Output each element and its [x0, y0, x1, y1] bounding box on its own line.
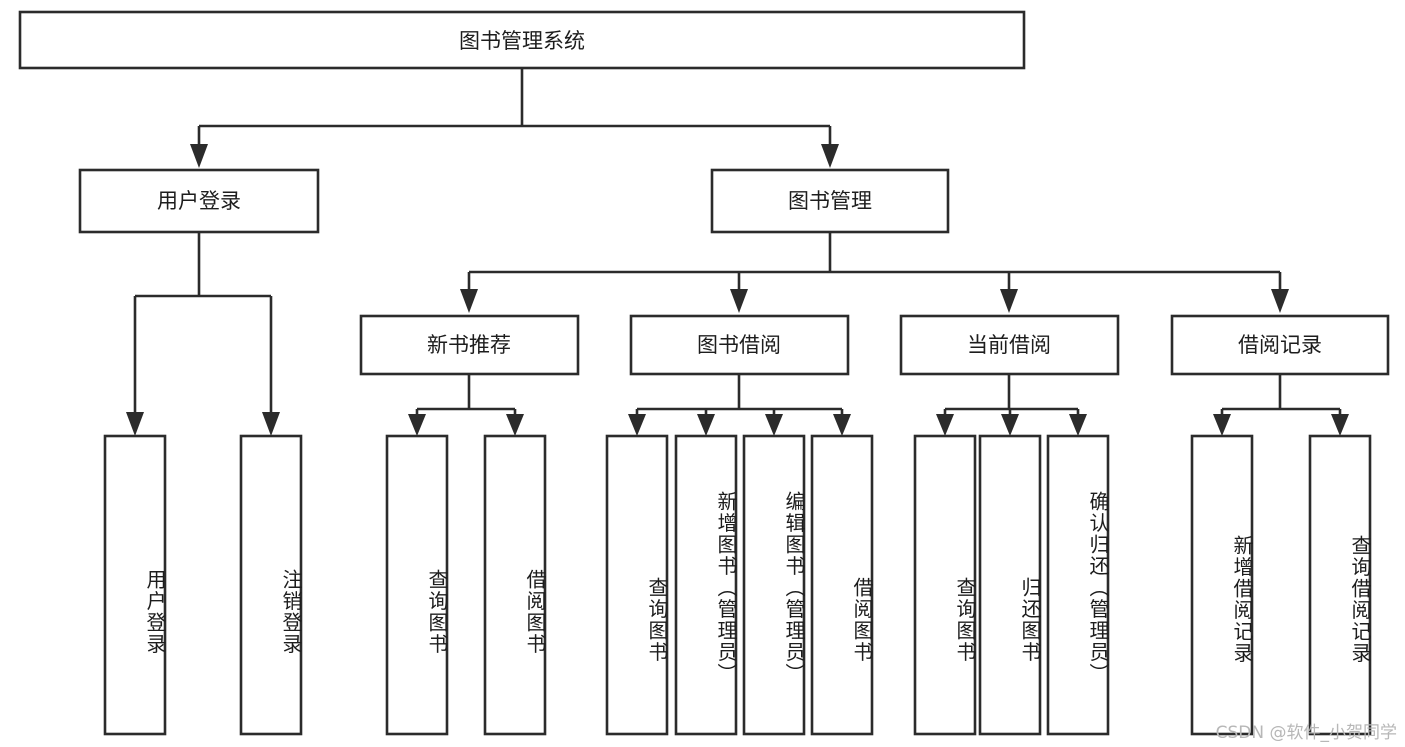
node-root-box — [18, 10, 1026, 70]
leaf-box-borrow-1[interactable] — [674, 434, 738, 736]
arrow-head-icon — [697, 414, 715, 436]
connector-current-borrow-children — [936, 374, 1087, 436]
connector-borrow-records-children — [1213, 374, 1349, 436]
arrow-head-icon — [126, 412, 144, 436]
leaf-box-borrow-3[interactable] — [810, 434, 874, 736]
leaf-box-borrow-0[interactable] — [605, 434, 669, 736]
leaf-box-current-1[interactable] — [978, 434, 1042, 736]
node-new-book-recommend-box — [359, 314, 580, 376]
node-user-login[interactable]: 用户登录 — [78, 168, 320, 234]
arrow-head-icon — [1271, 289, 1289, 313]
node-user-login-box — [78, 168, 320, 234]
arrow-head-icon — [936, 414, 954, 436]
leaf-box-borrow-2[interactable] — [742, 434, 806, 736]
node-current-borrow[interactable]: 当前借阅 — [899, 314, 1120, 376]
node-root[interactable]: 图书管理系统 — [18, 10, 1026, 70]
arrow-head-icon — [460, 289, 478, 313]
node-book-borrow[interactable]: 图书借阅 — [629, 314, 850, 376]
arrow-head-icon — [408, 414, 426, 436]
leaf-box-user-login-1[interactable] — [239, 434, 303, 736]
connector-root-trunk — [190, 68, 839, 168]
node-new-book-recommend[interactable]: 新书推荐 — [359, 314, 580, 376]
connector-book-management-children — [460, 232, 1289, 313]
leaf-box-user-login-0[interactable] — [103, 434, 167, 736]
node-book-management-label: 图书管理 — [788, 189, 872, 213]
node-current-borrow-box — [899, 314, 1120, 376]
arrow-head-icon — [1001, 414, 1019, 436]
connector-new-book-recommend-children — [408, 374, 524, 436]
arrow-head-icon — [1213, 414, 1231, 436]
leaf-box-current-0[interactable] — [913, 434, 977, 736]
arrow-head-icon — [1331, 414, 1349, 436]
arrow-head-icon — [190, 144, 208, 168]
node-new-book-recommend-label: 新书推荐 — [427, 333, 511, 357]
node-root-label: 图书管理系统 — [459, 29, 585, 53]
leaf-box-new-books-1[interactable] — [483, 434, 547, 736]
leaf-box-records-1[interactable] — [1308, 434, 1372, 736]
node-borrow-records-label: 借阅记录 — [1238, 333, 1322, 357]
arrow-head-icon — [833, 414, 851, 436]
node-book-management[interactable]: 图书管理 — [710, 168, 950, 234]
arrow-head-icon — [821, 144, 839, 168]
watermark: CSDN @软件_小贺同学 — [1215, 723, 1397, 743]
node-book-borrow-label: 图书借阅 — [697, 333, 781, 357]
connector-book-borrow-children — [628, 374, 851, 436]
arrow-head-icon — [1000, 289, 1018, 313]
leaf-box-current-2[interactable] — [1046, 434, 1110, 736]
leaf-box-records-0[interactable] — [1190, 434, 1254, 736]
arrow-head-icon — [765, 414, 783, 436]
arrow-head-icon — [506, 414, 524, 436]
node-borrow-records[interactable]: 借阅记录 — [1170, 314, 1390, 376]
node-current-borrow-label: 当前借阅 — [967, 333, 1051, 357]
arrow-head-icon — [262, 412, 280, 436]
arrow-head-icon — [1069, 414, 1087, 436]
arrow-head-icon — [730, 289, 748, 313]
arrow-head-icon — [628, 414, 646, 436]
leaf-box-new-books-0[interactable] — [385, 434, 449, 736]
node-user-login-label: 用户登录 — [157, 189, 241, 213]
connector-user-login-children — [126, 232, 280, 436]
